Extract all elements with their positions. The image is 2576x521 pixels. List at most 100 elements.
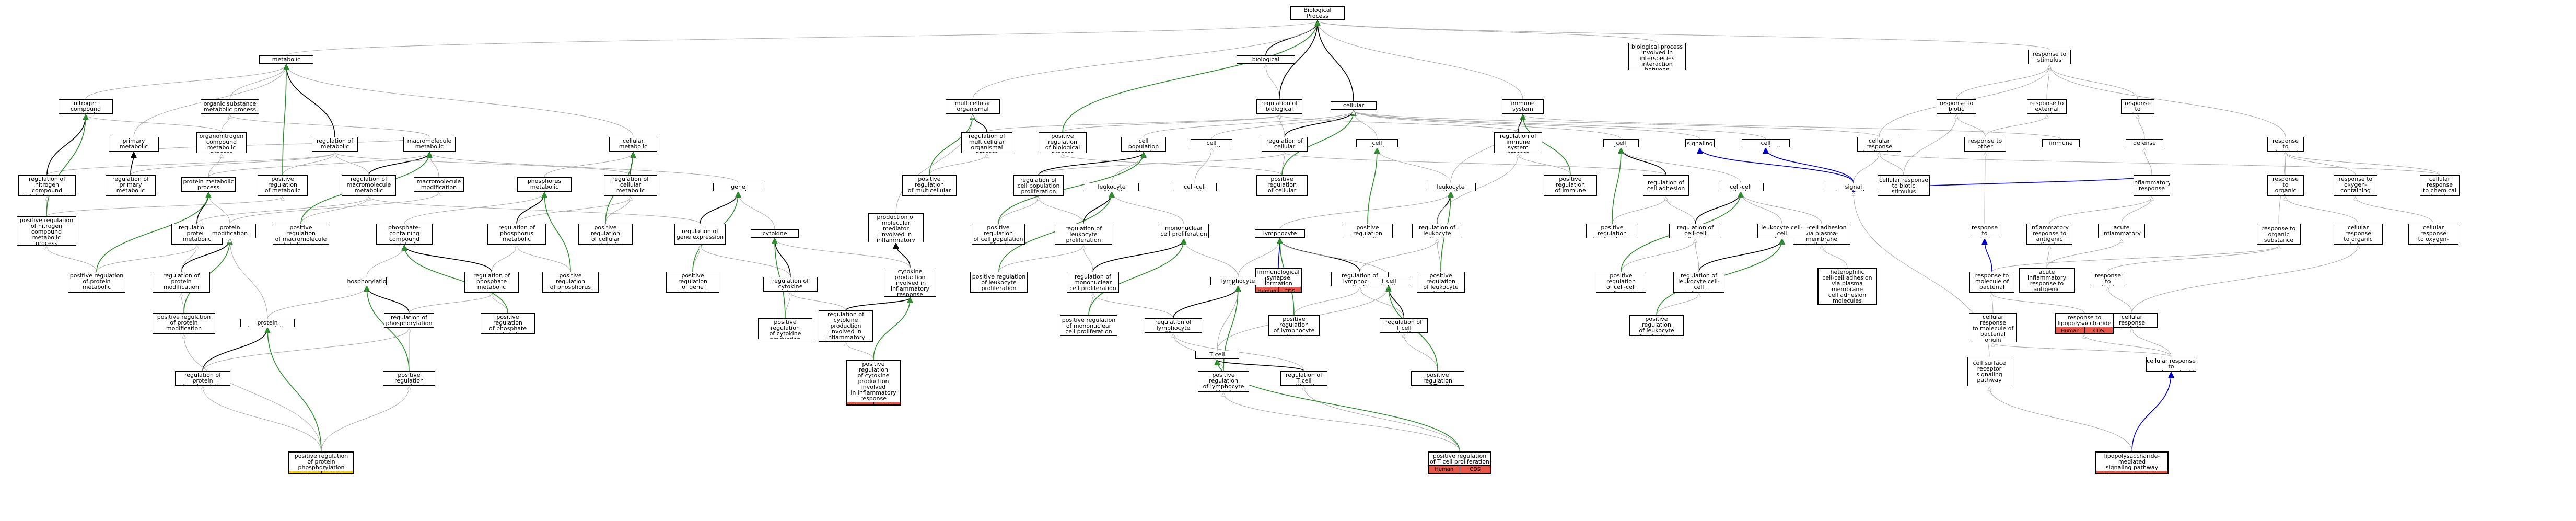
go-term-node[interactable]: cell activation [1356, 139, 1398, 147]
go-term-node[interactable]: signaling [1685, 139, 1715, 147]
go-term-node[interactable]: regulation of primary metabolic process [106, 175, 156, 196]
go-term-node[interactable]: positive regulation of phosphorus metabo… [542, 272, 599, 293]
go-term-node[interactable]: positive regulation of cellular metaboli… [578, 224, 633, 245]
go-term-node[interactable]: regulation of cellular metabolic process [604, 175, 657, 196]
go-term-node[interactable]: macromolecule modification [414, 177, 464, 192]
go-term-node[interactable]: inflammatory response to antigenic stimu… [2026, 224, 2072, 245]
go-term-node[interactable]: response to stress [2121, 99, 2154, 114]
go-term-node[interactable]: cell recognition [1191, 139, 1232, 147]
go-term-node[interactable]: protein metabolic process [181, 177, 236, 192]
go-term-node[interactable]: regulation of lymphocyte proliferation [1145, 318, 1202, 333]
go-term-node[interactable]: macromolecule metabolic process [403, 137, 456, 152]
go-term-node[interactable]: cell population proliferation [1121, 137, 1166, 152]
go-term-node[interactable]: regulation of leukocyte proliferation [1055, 224, 1112, 245]
go-term-node[interactable]: metabolic process [259, 55, 313, 64]
go-term-node[interactable]: cellular response to lipopolysaccharide [2146, 357, 2196, 372]
go-term-node[interactable]: regulation of metabolic process [312, 137, 358, 152]
go-term-node[interactable]: positive regulation of protein phosphory… [288, 451, 354, 474]
go-term-node[interactable]: phosphate-containing compound metabolic … [376, 224, 433, 245]
go-term-node[interactable]: regulation of T cell activation [1380, 318, 1428, 333]
go-term-node[interactable]: response to biotic stimulus [1937, 99, 1976, 114]
go-term-node[interactable]: heterophilic cell-cell adhesion via plas… [1817, 268, 1877, 305]
go-term-node[interactable]: cytokine production involved in inflamma… [884, 268, 936, 297]
go-term-node[interactable]: biological process involved in interspec… [1628, 43, 1686, 70]
go-term-node[interactable]: organonitrogen compound metabolic proces… [196, 132, 247, 153]
go-term-node[interactable]: positive regulation of phosphorylation [383, 371, 435, 386]
go-term-node[interactable]: regulation of phosphorus metabolic proce… [487, 224, 546, 245]
go-term-node[interactable]: acute inflammatory response to antigenic… [2019, 268, 2075, 293]
go-term-node[interactable]: positive regulation of metabolic process [258, 175, 308, 196]
go-term-node[interactable]: cell-cell recognition [1173, 183, 1217, 191]
go-term-node[interactable]: positive regulation of cell-cell adhesio… [1596, 272, 1646, 293]
go-term-node[interactable]: positive regulation of T cell proliferat… [1428, 451, 1491, 474]
go-term-node[interactable]: defense response [2126, 139, 2163, 147]
go-term-node[interactable]: regulation of macromolecule metabolic pr… [342, 175, 396, 196]
go-term-node[interactable]: regulation of protein phosphorylation [175, 371, 230, 386]
go-term-node[interactable]: organic substance metabolic process [201, 99, 259, 114]
go-term-node[interactable]: positive regulation of cell adhesion [1586, 224, 1638, 238]
go-term-node[interactable]: positive regulation of protein metabolic… [68, 272, 125, 293]
go-term-node[interactable]: regulation of T cell proliferation [1280, 371, 1327, 386]
go-term-node[interactable]: positive regulation of cell activation [1343, 224, 1393, 238]
go-term-node[interactable]: cell-cell adhesion [1718, 183, 1764, 191]
go-term-node[interactable]: immune system process [1502, 99, 1544, 114]
go-term-node[interactable]: regulation of leukocyte cell-cell adhesi… [1673, 272, 1724, 293]
go-term-node[interactable]: lipopolysaccharide-mediated signaling pa… [2095, 451, 2169, 474]
go-term-node[interactable]: cellular response to molecule of bacteri… [1969, 313, 2017, 342]
go-term-node[interactable]: cellular response to organic substance [2334, 224, 2383, 245]
go-term-node[interactable]: positive regulation of mononuclear cell … [1060, 315, 1117, 336]
go-term-node[interactable]: leukocyte activation [1426, 183, 1476, 191]
go-term-node[interactable]: leukocyte cell-cell adhesion [1757, 224, 1806, 238]
go-term-node[interactable]: response to other organism [1964, 137, 2006, 152]
go-term-node[interactable]: cell surface receptor signaling pathway [1967, 357, 2011, 386]
go-term-node[interactable]: production of molecular mediator involve… [868, 213, 924, 242]
go-term-node[interactable]: response to organic substance [2257, 224, 2301, 245]
go-term-node[interactable]: positive regulation of lymphocyte prolif… [1198, 371, 1249, 392]
go-term-node[interactable]: positive regulation of leukocyte cell-ce… [1629, 315, 1684, 336]
go-term-node[interactable]: phosphorus metabolic process [517, 177, 572, 192]
go-term-node[interactable]: positive regulation of lymphocyte activa… [1268, 315, 1320, 336]
go-term-node[interactable]: response to external stimulus [2027, 99, 2067, 114]
go-term-node[interactable]: regulation of cellular process [1262, 137, 1308, 152]
go-term-node[interactable]: regulation of cytokine production involv… [819, 310, 873, 342]
go-term-node[interactable]: T cell activation [1368, 277, 1409, 285]
go-term-node[interactable]: regulation of protein modification proce… [153, 272, 210, 293]
go-term-node[interactable]: cellular process [1331, 101, 1377, 110]
go-term-node[interactable]: positive regulation of phosphate metabol… [481, 313, 535, 334]
go-term-node[interactable]: positive regulation of cell population p… [972, 224, 1025, 245]
go-term-node[interactable]: immune response [2042, 139, 2080, 147]
go-term-node[interactable]: response to chemical [2267, 137, 2304, 152]
go-term-node[interactable]: nitrogen compound metabolic process [59, 99, 113, 114]
go-term-node[interactable]: regulation of phosphorylation [384, 313, 434, 328]
go-term-node[interactable]: cytokine production [751, 229, 799, 238]
go-term-node[interactable]: regulation of biological process [1256, 99, 1302, 114]
go-term-node[interactable]: positive regulation of immune system pro… [1544, 175, 1597, 196]
go-term-node[interactable]: cellular response to biotic stimulus [1878, 175, 1930, 196]
go-term-node[interactable]: cellular response to lipid [2106, 313, 2158, 328]
go-term-node[interactable]: positive regulation of biological proces… [1039, 132, 1087, 153]
go-term-node[interactable]: cellular response to oxygen-containing c… [2408, 224, 2458, 245]
go-term-node[interactable]: response to stimulus [2028, 50, 2071, 64]
go-term-node[interactable]: positive regulation of nitrogen compound… [17, 216, 76, 246]
go-term-node[interactable]: regulation of multicellular organismal p… [961, 132, 1012, 153]
go-term-node[interactable]: positive regulation of T cell activation [1411, 371, 1464, 386]
go-term-node[interactable]: positive regulation of multicellular org… [902, 175, 957, 196]
go-term-node[interactable]: signal transduction [1826, 183, 1881, 191]
go-term-node[interactable]: inflammatory response [2134, 175, 2170, 196]
go-term-node[interactable]: phosphorylation [347, 277, 387, 285]
go-term-node[interactable]: regulation of cytokine production [763, 277, 818, 292]
go-term-node[interactable]: lymphocyte activation [1255, 229, 1305, 238]
go-term-node[interactable]: regulation of immune system process [1494, 132, 1542, 153]
go-term-node[interactable]: positive regulation of protein modificat… [153, 313, 215, 334]
go-term-node[interactable]: positive regulation of cellular process [1256, 175, 1308, 196]
go-term-node[interactable]: response to oxygen-containing compound [2334, 175, 2377, 196]
go-term-node[interactable]: positive regulation of leukocyte activat… [1417, 272, 1465, 293]
go-term-node[interactable]: response to organic substance [2267, 175, 2304, 196]
go-term-node[interactable]: response to molecule of bacterial origin [1969, 272, 2014, 293]
go-term-node[interactable]: cell communication [1742, 139, 1790, 147]
go-term-node[interactable]: regulation of nitrogen compound metaboli… [18, 175, 76, 196]
go-term-node[interactable]: biological regulation [1237, 55, 1295, 64]
go-term-node[interactable]: multicellular organismal process [946, 99, 1000, 114]
go-term-node[interactable]: cell adhesion [1603, 139, 1639, 147]
